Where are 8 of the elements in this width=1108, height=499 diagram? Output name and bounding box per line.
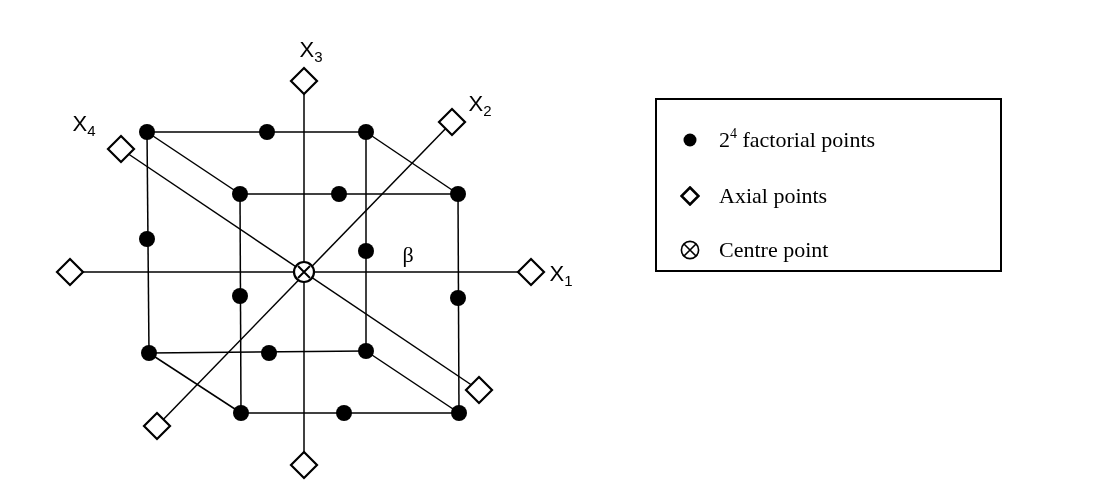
- axis-label: X$_{4}$: [72, 113, 96, 135]
- axis-label: X$_{2}$: [468, 93, 492, 115]
- axis-label: X$_{3}$: [299, 39, 323, 61]
- legend-text: Centre point: [719, 239, 829, 261]
- distance-label: β: [402, 244, 414, 266]
- legend-text: 2$^{4}$ factorial points: [719, 129, 876, 151]
- axis-label: X$_{1}$: [549, 263, 573, 285]
- legend-text: Axial points: [719, 185, 828, 207]
